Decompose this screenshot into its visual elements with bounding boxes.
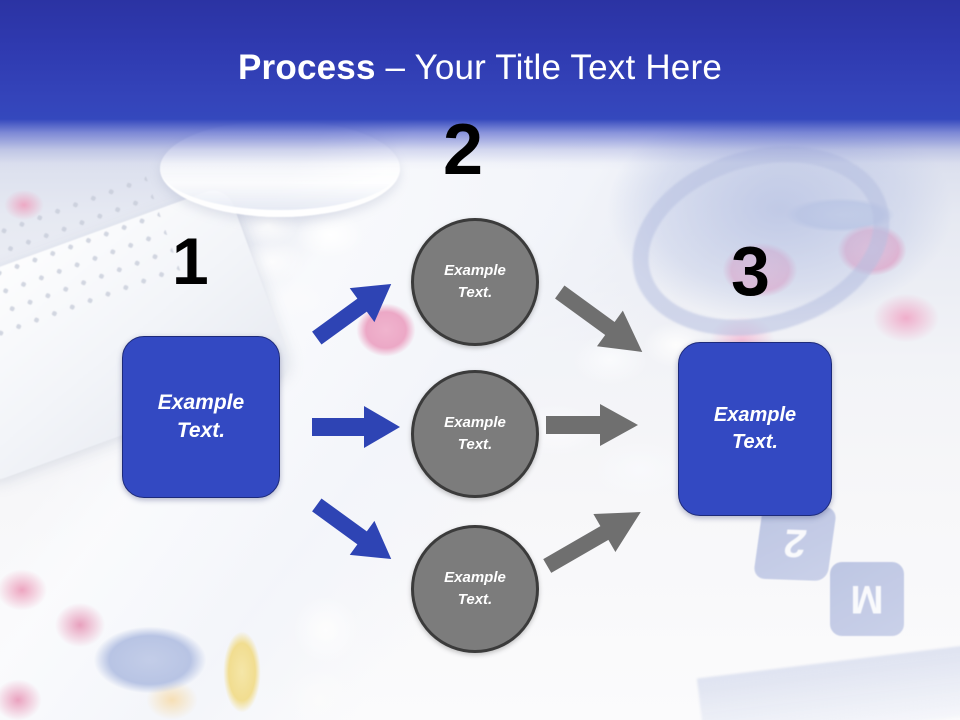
process-box-right[interactable]: Example Text. — [678, 342, 832, 516]
page-title: Process – Your Title Text Here — [0, 48, 960, 88]
process-circle-3-line2: Text. — [457, 591, 493, 608]
process-circle-2-line2: Text. — [457, 436, 493, 453]
process-circle-3[interactable]: Example Text. — [411, 525, 539, 653]
step-number-1: 1 — [172, 224, 209, 298]
process-circle-1-line2: Text. — [457, 284, 493, 301]
process-circle-1-line1: Example — [444, 262, 506, 280]
process-circle-2-line1: Example — [444, 414, 506, 432]
arrow-left-to-circle-2-icon — [312, 402, 402, 457]
arrow-circle-1-to-right-icon — [548, 284, 654, 365]
background-calculator-key-2: 2 — [752, 504, 838, 582]
process-circle-2[interactable]: Example Text. — [411, 370, 539, 498]
page-title-strong: Process — [238, 48, 376, 87]
page-title-rest: – Your Title Text Here — [375, 48, 722, 87]
arrow-circle-3-to-right-icon — [538, 500, 650, 583]
background-calculator-key-m: M — [830, 562, 904, 636]
header-band — [0, 0, 960, 170]
arrow-circle-2-to-right-icon — [546, 400, 640, 455]
process-box-left-line2: Text. — [176, 419, 226, 442]
process-circle-3-line1: Example — [444, 569, 506, 587]
arrow-left-to-circle-3-icon — [306, 497, 402, 572]
step-number-2: 2 — [443, 110, 484, 190]
arrow-left-to-circle-1-icon — [306, 276, 402, 351]
process-box-right-line1: Example — [713, 404, 797, 426]
process-box-left[interactable]: Example Text. — [122, 336, 280, 498]
step-number-3: 3 — [731, 232, 770, 310]
process-box-right-line2: Text. — [732, 431, 778, 453]
process-box-left-line1: Example — [157, 390, 245, 414]
process-circle-1[interactable]: Example Text. — [411, 218, 539, 346]
